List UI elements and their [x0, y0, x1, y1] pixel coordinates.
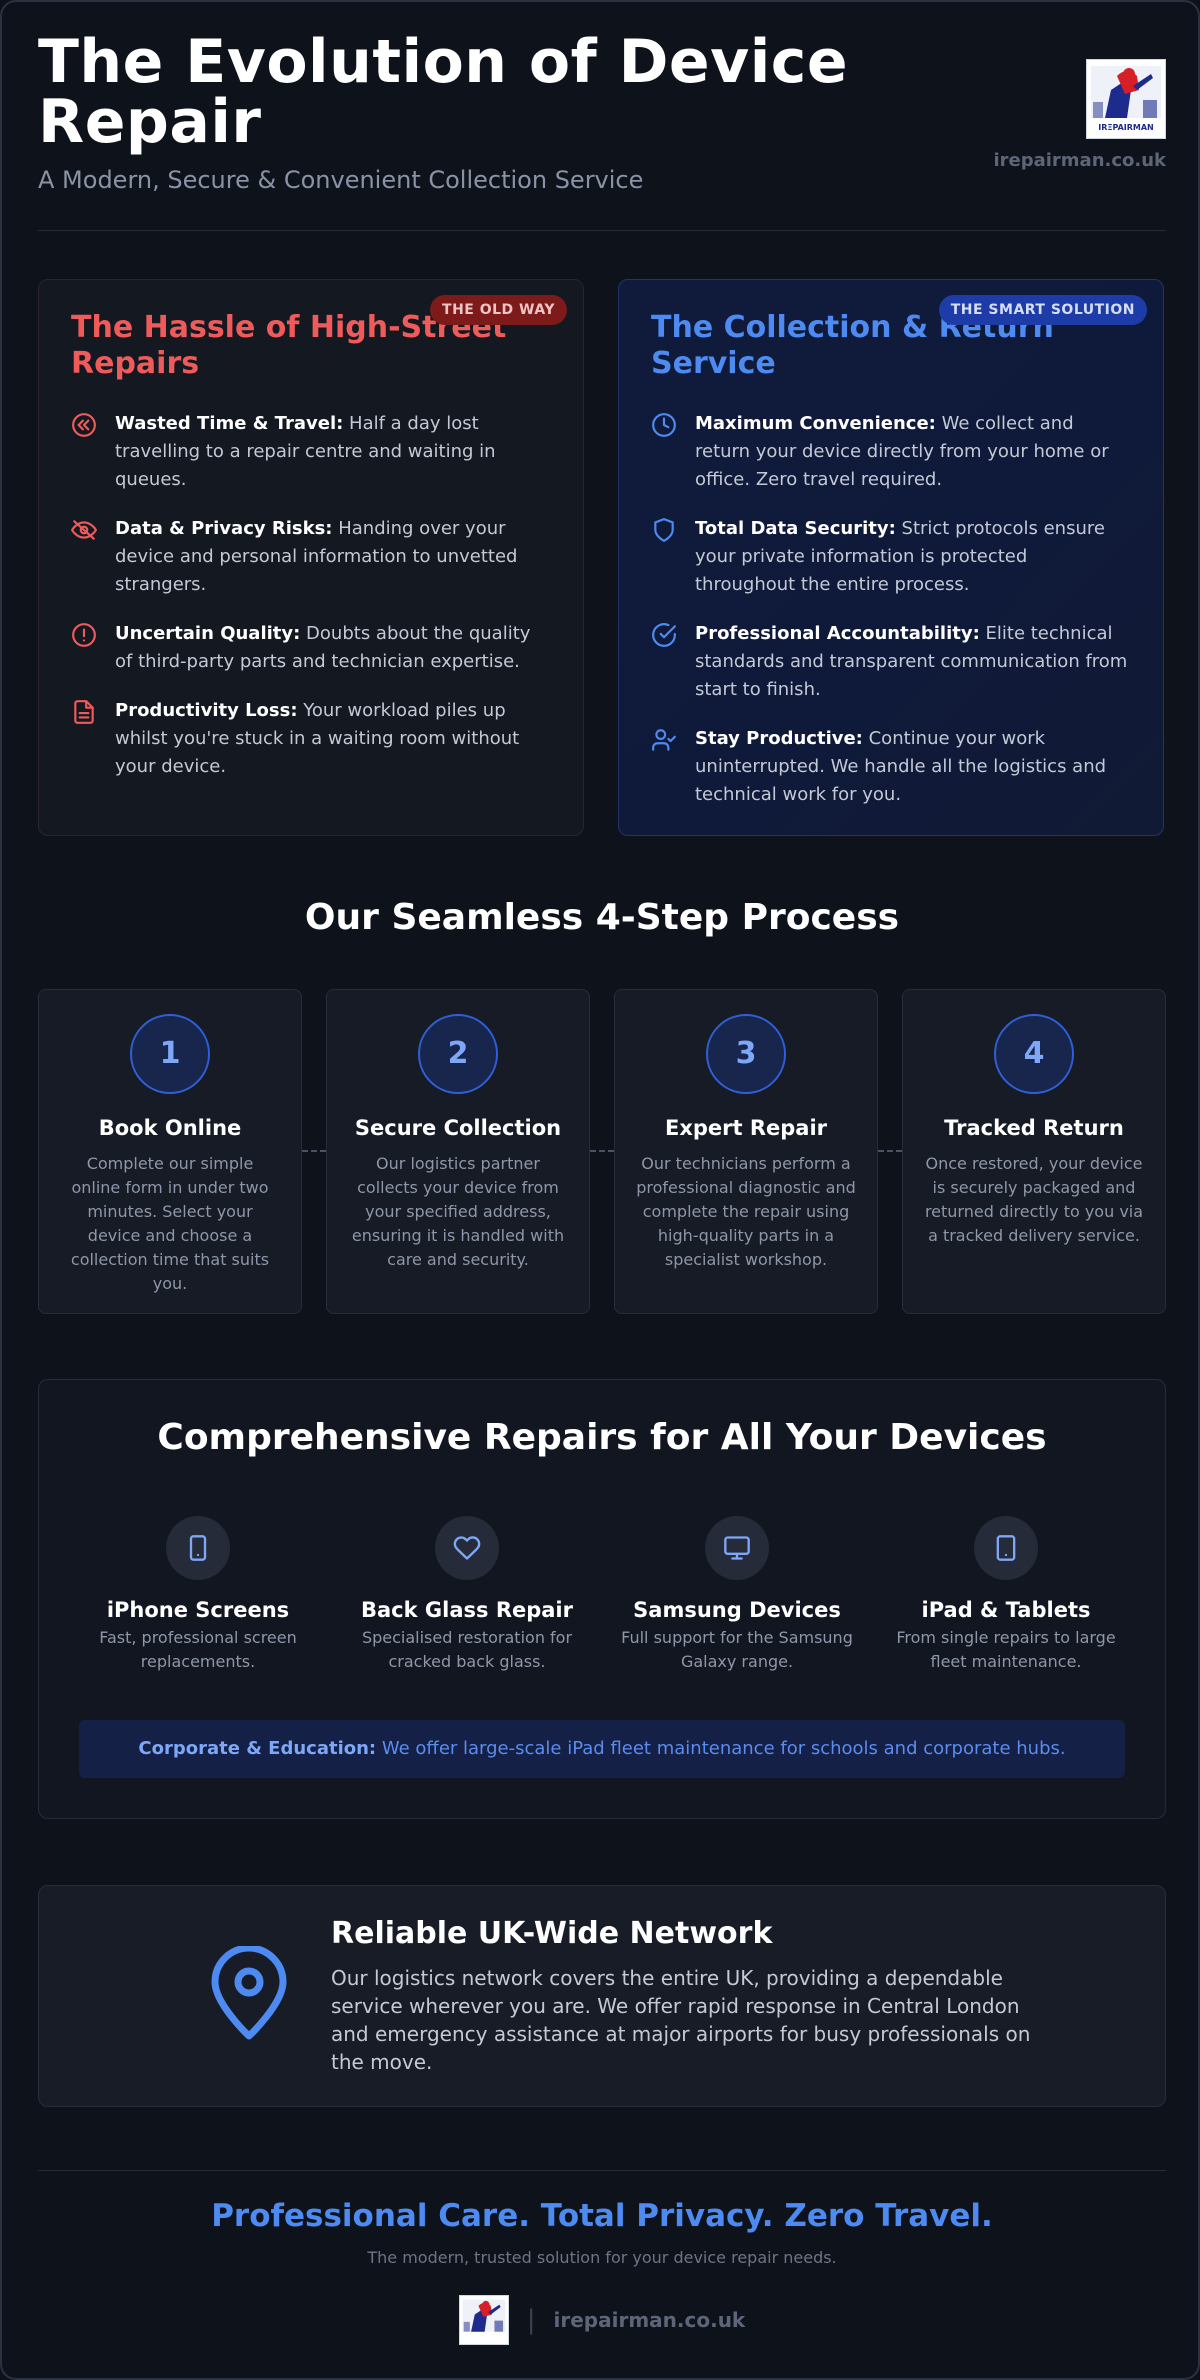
step-card-book-online: 1 Book Online Complete our simple online…	[38, 989, 302, 1314]
device-title: iPhone Screens	[106, 1598, 290, 1622]
item-heading: Wasted Time & Travel:	[115, 413, 344, 434]
device-title: Back Glass Repair	[361, 1598, 573, 1622]
footer-brand-row: | irepairman.co.uk	[2, 2295, 1200, 2345]
item-text: Continue your work uninterrupted. We han…	[695, 728, 1107, 805]
step-connector	[878, 1150, 902, 1152]
old-item-privacy: Data & Privacy Risks: Handing over your …	[71, 515, 551, 599]
item-text: Your workload piles up whilst you're stu…	[115, 700, 520, 777]
device-description: From single repairs to large fleet maint…	[896, 1628, 1116, 1671]
step-number: 2	[418, 1014, 498, 1094]
item-text: Elite technical standards and transparen…	[695, 623, 1128, 700]
item-heading: Productivity Loss:	[115, 700, 298, 721]
old-item-time: Wasted Time & Travel: Half a day lost tr…	[71, 410, 551, 494]
new-item-security: Total Data Security: Strict protocols en…	[651, 515, 1131, 599]
footer-separator: |	[526, 2305, 536, 2335]
rewind-icon	[71, 410, 115, 494]
brand-logo[interactable]: IRΞPAIRMAN	[1086, 59, 1166, 139]
device-description: Specialised restoration for cracked back…	[361, 1628, 573, 1671]
smart-solution-badge: THE SMART SOLUTION	[938, 295, 1147, 325]
step-title: Book Online	[98, 1116, 242, 1140]
devices-title: Comprehensive Repairs for All Your Devic…	[157, 1417, 1047, 1458]
network-title: Reliable UK-Wide Network	[331, 1916, 773, 1951]
header-domain[interactable]: irepairman.co.uk	[993, 150, 1166, 171]
step-number: 1	[130, 1014, 210, 1094]
step-title: Tracked Return	[944, 1116, 1124, 1140]
item-heading: Maximum Convenience:	[695, 413, 936, 434]
page-header: The Evolution of Device Repair A Modern,…	[38, 32, 1166, 202]
old-way-badge: THE OLD WAY	[430, 295, 567, 325]
item-heading: Total Data Security:	[695, 518, 896, 539]
phone-icon	[166, 1516, 230, 1580]
new-item-accountability: Professional Accountability: Elite techn…	[651, 620, 1131, 704]
device-iphone-screens: iPhone Screens Fast, professional screen…	[78, 1516, 318, 1674]
footer-logo[interactable]	[458, 2295, 509, 2345]
alert-circle-icon	[71, 620, 115, 676]
step-description: Once restored, your device is securely p…	[924, 1154, 1144, 1245]
tablet-icon	[974, 1516, 1038, 1580]
step-description: Our technicians perform a professional d…	[636, 1154, 856, 1269]
old-item-productivity: Productivity Loss: Your workload piles u…	[71, 697, 551, 781]
smart-solution-card: THE SMART SOLUTION The Collection & Retu…	[618, 279, 1164, 836]
item-heading: Stay Productive:	[695, 728, 863, 749]
step-number: 3	[706, 1014, 786, 1094]
footer-tagline: Professional Care. Total Privacy. Zero T…	[211, 2198, 993, 2234]
map-pin-icon	[209, 1944, 289, 2046]
device-title: iPad & Tablets	[921, 1598, 1091, 1622]
user-check-icon	[651, 725, 695, 809]
check-circle-icon	[651, 620, 695, 704]
new-item-productive: Stay Productive: Continue your work unin…	[651, 725, 1131, 809]
document-icon	[71, 697, 115, 781]
item-text: We collect and return your device direct…	[695, 413, 1109, 490]
step-number: 4	[994, 1014, 1074, 1094]
device-samsung: Samsung Devices Full support for the Sam…	[617, 1516, 857, 1674]
heart-icon	[435, 1516, 499, 1580]
shield-icon	[651, 515, 695, 599]
item-heading: Uncertain Quality:	[115, 623, 301, 644]
page-title: The Evolution of Device Repair	[38, 27, 849, 157]
clock-icon	[651, 410, 695, 494]
device-ipad-tablets: iPad & Tablets From single repairs to la…	[886, 1516, 1126, 1674]
process-title: Our Seamless 4-Step Process	[304, 897, 900, 938]
device-description: Fast, professional screen replacements.	[99, 1628, 297, 1671]
step-description: Our logistics partner collects your devi…	[351, 1154, 565, 1269]
eye-off-icon	[71, 515, 115, 599]
step-connector	[590, 1150, 614, 1152]
corporate-label: Corporate & Education:	[138, 1738, 377, 1759]
item-text: Strict protocols ensure your private inf…	[695, 518, 1105, 595]
footer-divider	[38, 2170, 1166, 2171]
old-item-quality: Uncertain Quality: Doubts about the qual…	[71, 620, 551, 676]
item-text: Handing over your device and personal in…	[115, 518, 518, 595]
monitor-icon	[705, 1516, 769, 1580]
step-title: Secure Collection	[354, 1116, 562, 1140]
device-description: Full support for the Samsung Galaxy rang…	[621, 1628, 853, 1671]
svg-text:IRΞPAIRMAN: IRΞPAIRMAN	[1098, 123, 1154, 132]
item-text: Half a day lost travelling to a repair c…	[115, 413, 496, 490]
corporate-text: We offer large-scale iPad fleet maintena…	[376, 1738, 1066, 1759]
item-text: Doubts about the quality of third-party …	[115, 623, 531, 672]
step-card-secure-collection: 2 Secure Collection Our logistics partne…	[326, 989, 590, 1314]
network-description: Our logistics network covers the entire …	[331, 1966, 1031, 2074]
item-heading: Data & Privacy Risks:	[115, 518, 333, 539]
device-title: Samsung Devices	[633, 1598, 841, 1622]
header-divider	[38, 230, 1166, 231]
page-subtitle: A Modern, Secure & Convenient Collection…	[38, 166, 644, 194]
footer-domain[interactable]: irepairman.co.uk	[553, 2308, 746, 2332]
step-title: Expert Repair	[664, 1116, 828, 1140]
step-card-tracked-return: 4 Tracked Return Once restored, your dev…	[902, 989, 1166, 1314]
footer-subtitle: The modern, trusted solution for your de…	[367, 2248, 837, 2267]
old-way-card: THE OLD WAY The Hassle of High-Street Re…	[38, 279, 584, 836]
new-item-convenience: Maximum Convenience: We collect and retu…	[651, 410, 1131, 494]
step-connector	[302, 1150, 326, 1152]
corporate-banner: Corporate & Education: We offer large-sc…	[79, 1720, 1125, 1778]
network-panel: Reliable UK-Wide Network Our logistics n…	[38, 1885, 1166, 2107]
step-description: Complete our simple online form in under…	[70, 1154, 270, 1293]
item-heading: Professional Accountability:	[695, 623, 980, 644]
step-card-expert-repair: 3 Expert Repair Our technicians perform …	[614, 989, 878, 1314]
device-back-glass: Back Glass Repair Specialised restoratio…	[347, 1516, 587, 1674]
